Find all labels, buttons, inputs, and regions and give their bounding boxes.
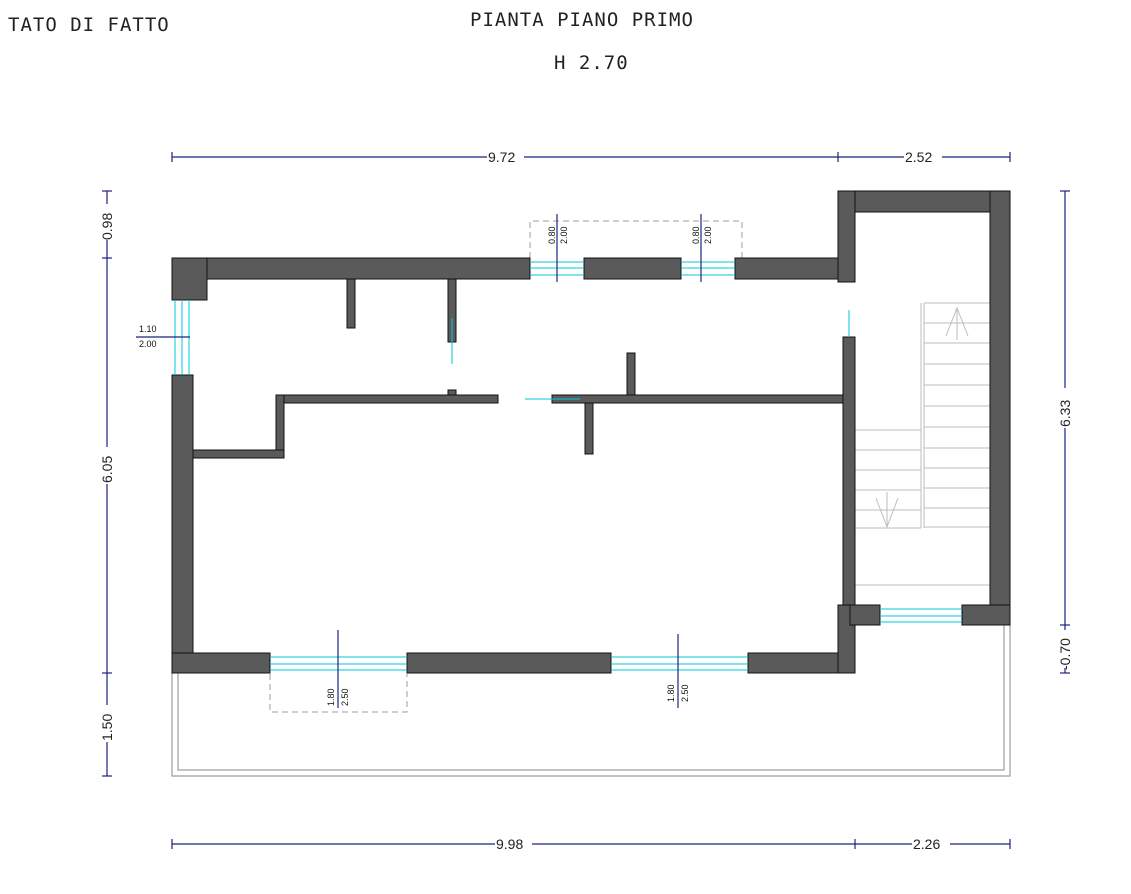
wall-stair-left xyxy=(837,190,856,283)
partition-corridor-left-drop xyxy=(275,394,285,459)
window-bottom-a-width: 1.80 xyxy=(326,688,336,706)
dimension-lines xyxy=(106,156,1066,845)
window-top-b-width: 0.80 xyxy=(691,226,701,244)
window-left-height: 2.00 xyxy=(139,339,157,349)
wall-right-upper xyxy=(842,336,856,606)
wall-stair-bottom-left xyxy=(849,604,881,626)
wall-stair-right xyxy=(989,190,1011,626)
wall-top-middle xyxy=(583,257,682,280)
window-left-width: 1.10 xyxy=(139,324,157,334)
stair xyxy=(855,302,990,586)
wall-left-stub xyxy=(171,257,208,301)
dim-left-bottom: 1.50 xyxy=(99,714,115,741)
dim-top-right: 2.52 xyxy=(905,149,932,165)
partition-corridor-right xyxy=(551,394,844,404)
plan-title: PIANTA PIANO PRIMO xyxy=(470,9,694,31)
window-bottom-b-width: 1.80 xyxy=(666,684,676,702)
dim-right-bottom: -0.70 xyxy=(1057,638,1073,670)
wall-stair-top xyxy=(837,190,1011,213)
partition-upper-a xyxy=(346,278,356,329)
window-top-a-width: 0.80 xyxy=(547,226,557,244)
window-tags xyxy=(136,214,702,708)
wall-left xyxy=(171,374,194,674)
dim-top-main: 9.72 xyxy=(488,149,515,165)
partition-small-post xyxy=(447,389,457,396)
dimension-ticks xyxy=(102,152,1070,849)
window-bottom-a-height: 2.50 xyxy=(340,688,350,706)
wall-stair-bottom-right xyxy=(961,604,1011,626)
dim-left-top: 0.98 xyxy=(99,213,115,240)
window-bottom-b-height: 2.50 xyxy=(680,684,690,702)
wall-top-right xyxy=(734,257,851,280)
partition-corridor-drop xyxy=(584,402,594,455)
wall-bottom-left xyxy=(171,652,271,674)
wall-bottom-middle xyxy=(406,652,612,674)
balcony-outline xyxy=(171,625,1011,777)
walls xyxy=(171,190,1011,674)
wall-top-left xyxy=(171,257,531,280)
window-overhangs xyxy=(269,220,743,713)
window-top-b-height: 2.00 xyxy=(703,226,713,244)
partition-corridor-left xyxy=(275,394,499,404)
dim-bottom-right: 2.26 xyxy=(913,836,940,852)
dim-left-mid: 6.05 xyxy=(99,456,115,483)
floor-height-label: H 2.70 xyxy=(554,52,629,74)
dim-right-main: 6.33 xyxy=(1057,400,1073,427)
dim-bottom-main: 9.98 xyxy=(496,836,523,852)
partition-corridor-post xyxy=(626,352,636,396)
windows xyxy=(174,261,962,671)
window-top-a-height: 2.00 xyxy=(559,226,569,244)
status-label: TATO DI FATTO xyxy=(8,14,170,36)
partition-corridor-step xyxy=(192,449,285,459)
